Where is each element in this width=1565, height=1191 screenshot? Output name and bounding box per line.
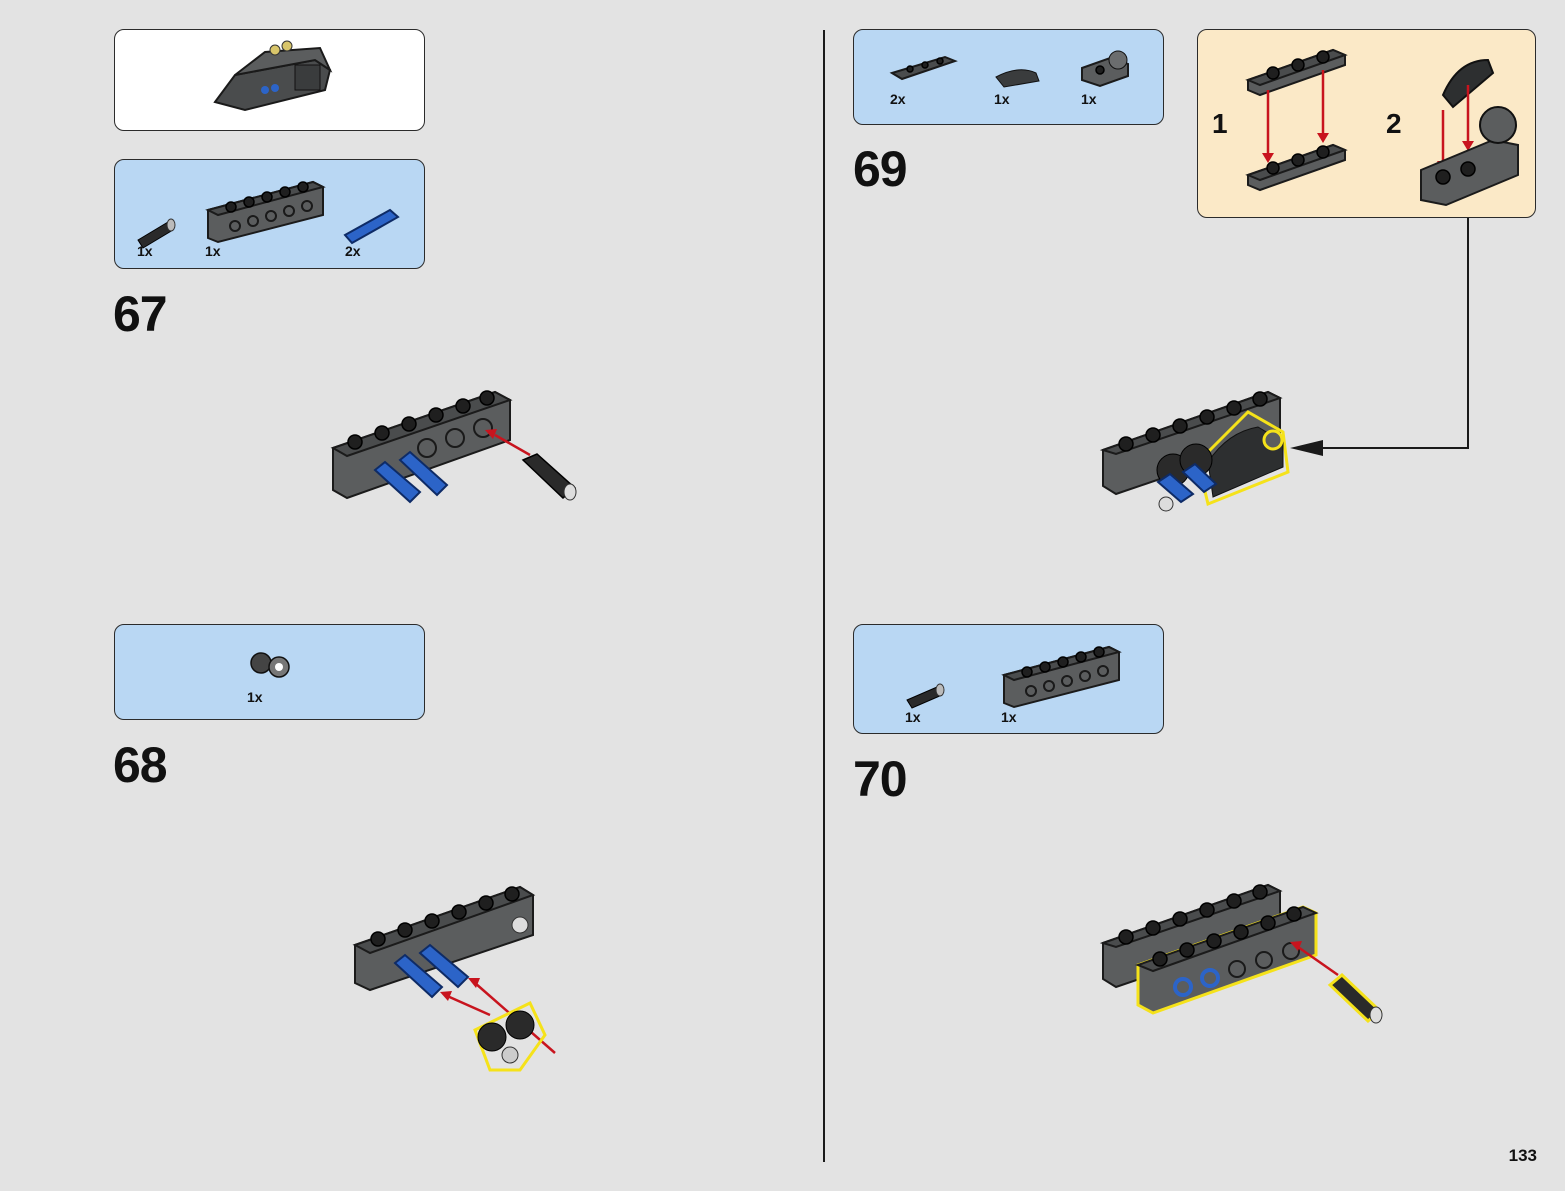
plate-1x3-icon xyxy=(889,55,958,81)
technic-axle-pin-icon xyxy=(906,683,945,709)
step-67-part-1-qty: 1x xyxy=(137,243,153,259)
step-70-number: 70 xyxy=(853,751,908,807)
technic-axle-pin-icon xyxy=(137,218,176,249)
step-69-part-3-qty: 1x xyxy=(1081,91,1097,107)
technic-brick-1x6-icon xyxy=(1001,645,1122,709)
step-68-assembly-illustration xyxy=(352,885,556,1072)
step-68-parts-box: 1x xyxy=(114,624,425,720)
overview-preview-box xyxy=(114,29,425,131)
substep-1-number: 1 xyxy=(1212,108,1228,139)
technic-brick-1x6-icon xyxy=(205,180,326,244)
step-69-part-2-qty: 1x xyxy=(994,91,1010,107)
step-69-number: 69 xyxy=(853,141,908,197)
step-69-assembly-illustration xyxy=(1099,390,1290,512)
substep-2-illustration xyxy=(1420,58,1519,207)
step-70-part-1-qty: 1x xyxy=(905,709,921,725)
substep-1-illustration xyxy=(1245,48,1348,192)
step-69-subassembly-box: 1 2 xyxy=(1197,29,1536,218)
step-67-part-3-qty: 2x xyxy=(345,243,361,259)
step-70-assembly-illustration xyxy=(1099,883,1383,1024)
step-70-parts-box: 1x 1x xyxy=(853,624,1164,734)
page-number: 133 xyxy=(1508,1146,1537,1165)
axle-connector-icon xyxy=(250,652,290,678)
step-68-number: 68 xyxy=(113,737,168,793)
step-68-part-1-qty: 1x xyxy=(247,689,263,705)
curved-slope-icon xyxy=(995,69,1040,88)
step-67-part-2-qty: 1x xyxy=(205,243,221,259)
assembly-preview-icon xyxy=(213,40,333,112)
step-67-assembly-illustration xyxy=(330,390,577,504)
step-67-parts-box: 1x 1x 2x xyxy=(114,159,425,269)
step-69-parts-box: 2x 1x 1x xyxy=(853,29,1164,125)
page-divider xyxy=(823,30,825,1162)
blue-pin-icon xyxy=(343,208,400,245)
step-70-part-2-qty: 1x xyxy=(1001,709,1017,725)
step-67-number: 67 xyxy=(113,286,168,342)
substep-2-number: 2 xyxy=(1386,108,1402,139)
step-69-part-1-qty: 2x xyxy=(890,91,906,107)
callout-arrow xyxy=(1290,218,1469,456)
bracket-plate-icon xyxy=(1081,50,1129,88)
